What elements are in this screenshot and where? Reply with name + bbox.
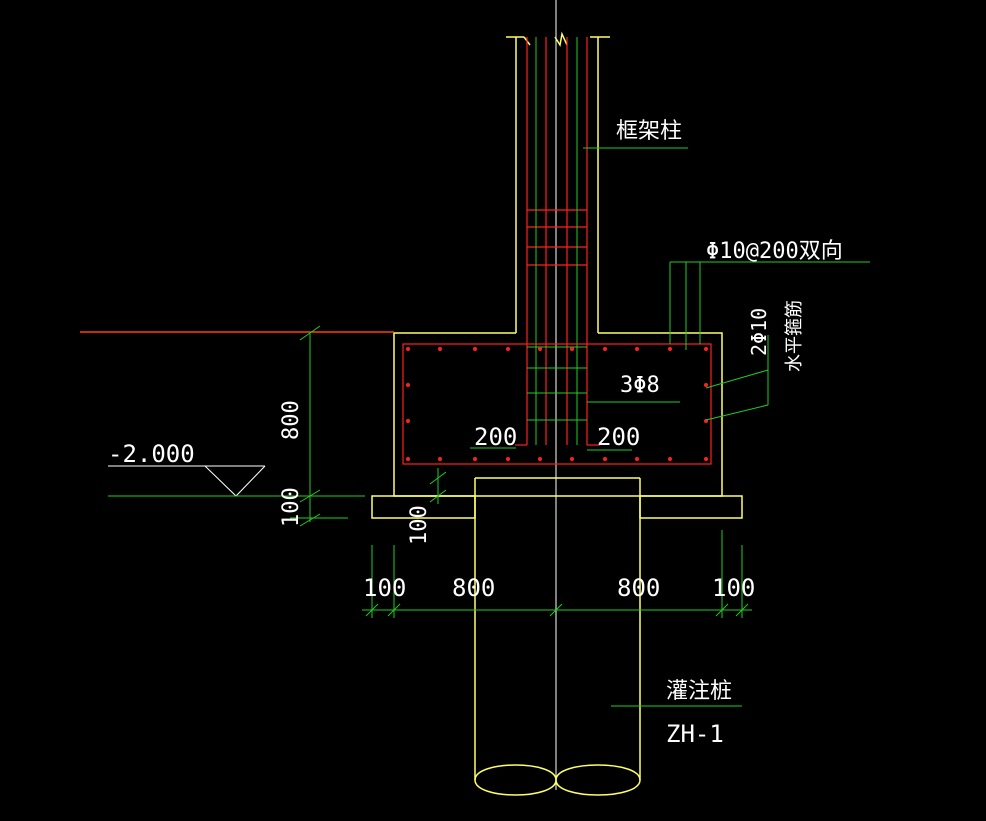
- elevation-marker: [108, 465, 266, 497]
- bottom-right-100-dim: 100: [712, 574, 755, 602]
- pile-name-label: 灌注桩: [666, 679, 732, 704]
- rebar-dots: [406, 347, 708, 461]
- stirrup-count-label: 2Φ10: [747, 308, 771, 356]
- stirrup-label: 水平箍筋: [784, 300, 805, 372]
- dimension-lines: [290, 147, 870, 707]
- mid-bars-label: 3Φ8: [620, 373, 660, 398]
- bottom-left-100-dim: 100: [363, 574, 406, 602]
- inner-left-dim: 200: [474, 423, 517, 451]
- column-rebar: [515, 37, 600, 446]
- pile-outline: [474, 477, 641, 796]
- slab-rebar-label: Φ10@200双向: [706, 239, 843, 264]
- elevation-label: -2.000: [108, 440, 195, 468]
- cushion-left-dim: 100: [279, 487, 304, 527]
- bottom-left-800-dim: 800: [452, 574, 495, 602]
- frame-column-label: 框架柱: [616, 119, 682, 144]
- column-outline: [506, 31, 610, 333]
- column-hoops-green: [527, 37, 587, 445]
- inner-right-dim: 200: [597, 423, 640, 451]
- cap-height-dim: 800: [279, 400, 304, 440]
- pile-cap-outline: [393, 332, 723, 497]
- pile-cap-rebar: [402, 343, 712, 465]
- bottom-right-800-dim: 800: [617, 574, 660, 602]
- cushion-under-dim: 100: [407, 505, 432, 545]
- pile-id-label: ZH-1: [666, 720, 724, 748]
